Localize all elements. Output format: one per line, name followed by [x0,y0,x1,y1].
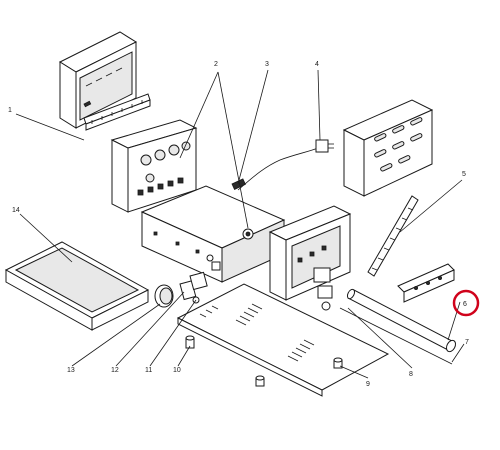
control-panel [110,119,198,213]
adjustable-feet [185,335,343,387]
callout-14: 14 [12,207,20,214]
vented-side-panel [342,99,434,197]
callout-6: 6 [463,301,467,308]
callout-11: 11 [145,367,152,374]
switch-assembly [179,271,208,304]
callout-5: 5 [462,171,466,178]
power-cord [231,139,334,191]
control-knob [154,284,174,308]
callout-10: 10 [173,367,181,374]
callout-9: 9 [366,381,370,388]
grommet-center [245,231,251,237]
callout-4: 4 [315,61,319,68]
heating-element-strip [367,195,419,277]
thin-rod [339,307,453,365]
inner-frame [268,205,352,311]
callout-labels: 1 2 3 4 5 6 7 8 9 10 11 12 13 14 [8,61,469,388]
mounting-rails [83,93,151,131]
callout-12: 12 [111,367,119,374]
callout-3: 3 [265,61,269,68]
callout-7: 7 [465,339,469,346]
drip-tray [4,241,150,331]
callout-13: 13 [67,367,75,374]
rear-panel [58,31,138,129]
leader-lines [15,69,465,379]
callout-2: 2 [214,61,218,68]
tube-element [346,288,457,353]
callout-8: 8 [409,371,413,378]
terminal-bracket [397,263,455,303]
highlight-circle [452,289,480,317]
callout-1: 1 [8,107,12,114]
